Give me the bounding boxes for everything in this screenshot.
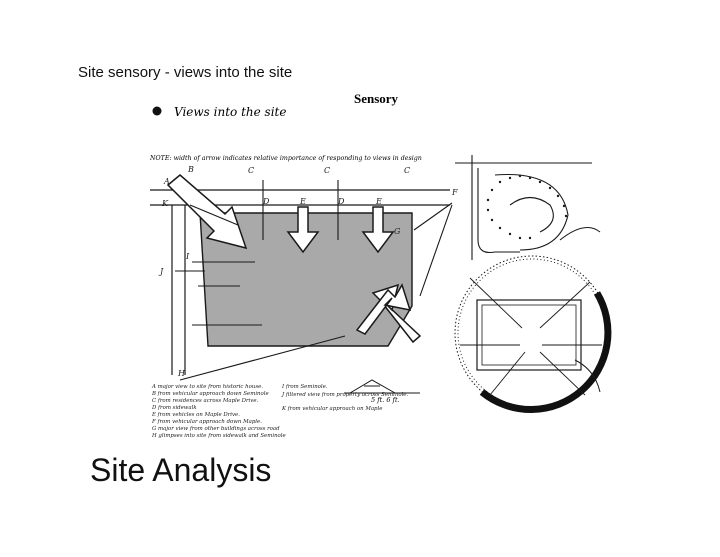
section-label: 5 ft. 6 ft. bbox=[371, 396, 400, 404]
legend-right: I from Seminole. J filtered view from pr… bbox=[281, 384, 408, 412]
arrow-label: D bbox=[262, 197, 270, 206]
arrow-label: E bbox=[299, 197, 306, 206]
legend-line: A major view to site from historic house… bbox=[151, 384, 263, 390]
footer-title: Site Analysis bbox=[90, 452, 272, 488]
bullet-dot bbox=[152, 106, 162, 116]
arrow-e-left bbox=[286, 206, 320, 254]
arrow-label: D bbox=[337, 197, 345, 206]
circle-inset bbox=[454, 255, 612, 413]
arrow-label: C bbox=[324, 166, 330, 175]
inset-dots bbox=[486, 174, 568, 240]
arrow-major-se bbox=[355, 283, 412, 335]
legend-line: C from residences across Maple Drive. bbox=[152, 398, 259, 404]
arrow-label: E bbox=[375, 197, 382, 206]
arrow-label: A bbox=[163, 177, 170, 186]
legend-line: F from vehicular approach down Maple. bbox=[151, 419, 262, 425]
legend-line: H glimpses into site from sidewalk and S… bbox=[151, 433, 286, 439]
arrow-label: C bbox=[404, 166, 410, 175]
legend-line: K from vehicular approach on Maple bbox=[281, 406, 382, 412]
legend-line: D from sidewalk bbox=[151, 405, 197, 411]
legend-left: A major view to site from historic house… bbox=[151, 384, 286, 439]
legend-line: G major view from other buildings across… bbox=[152, 426, 280, 432]
inset-plan-top bbox=[455, 155, 601, 260]
slide-title: Site sensory - views into the site bbox=[78, 64, 293, 81]
arrow-label: C bbox=[248, 166, 254, 175]
plate-note: NOTE: width of arrow indicates relative … bbox=[149, 155, 422, 162]
legend-line: I from Seminole. bbox=[281, 384, 328, 390]
arrow-label: B bbox=[187, 165, 194, 174]
legend-line: J filtered view from property across Sem… bbox=[281, 392, 408, 398]
legend-line: E from vehicles on Maple Drive. bbox=[151, 412, 240, 418]
arrow-label: F bbox=[451, 188, 458, 197]
thin-arrows bbox=[175, 180, 453, 381]
arrow-label-group: A B C C C D D E E F G H I J K bbox=[158, 165, 458, 378]
arrow-label: I bbox=[185, 252, 190, 261]
arrow-label: J bbox=[158, 267, 164, 276]
plate-heading: Sensory bbox=[354, 91, 399, 106]
section-sketch bbox=[344, 379, 420, 394]
arrow-label: H bbox=[177, 369, 186, 378]
arrow-label: K bbox=[161, 199, 169, 208]
arrow-e-right bbox=[361, 206, 395, 254]
legend-line: B from vehicular approach down Seminole bbox=[151, 391, 269, 397]
bullet-text: Views into the site bbox=[174, 105, 286, 119]
arrow-label: G bbox=[394, 227, 401, 236]
